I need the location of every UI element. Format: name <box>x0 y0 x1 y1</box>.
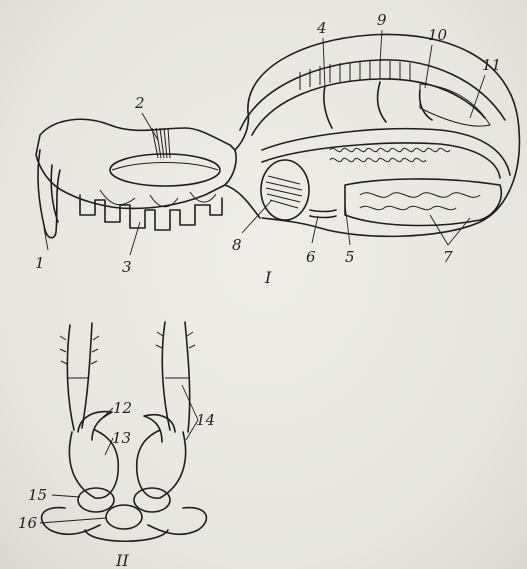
pedicel <box>225 112 260 218</box>
label-13: 13 <box>112 429 131 447</box>
right-maxilla <box>134 488 170 512</box>
spider-section-drawing <box>36 34 519 237</box>
abdomen-outline <box>248 34 520 236</box>
sucking-stomach <box>110 154 220 186</box>
silk-gland <box>330 148 450 161</box>
heart-striations <box>300 61 410 90</box>
chelicera-fang <box>38 150 60 238</box>
reproductive-organs <box>345 179 501 226</box>
label-9: 9 <box>377 11 387 29</box>
section-label-II: II <box>115 551 129 569</box>
left-maxilla <box>78 488 114 512</box>
genital-opening <box>310 210 336 218</box>
intestine <box>262 129 510 178</box>
label-16: 16 <box>18 514 38 532</box>
section-label-I: I <box>264 268 272 287</box>
label-4: 4 <box>316 19 327 37</box>
heart <box>240 60 505 130</box>
part-number-labels: 1 2 3 4 5 6 7 8 9 10 11 12 13 14 15 16 I… <box>18 11 501 569</box>
label-11: 11 <box>482 56 501 74</box>
label-6: 6 <box>306 248 316 266</box>
label-8: 8 <box>232 236 242 254</box>
label-15: 15 <box>28 486 47 504</box>
left-pedipalp <box>67 323 92 430</box>
labium <box>106 505 142 529</box>
label-2: 2 <box>134 94 145 112</box>
label-7: 7 <box>443 248 453 266</box>
right-pedipalp <box>162 322 189 432</box>
gastric-caeca <box>80 195 222 230</box>
label-1: 1 <box>35 254 45 272</box>
label-5: 5 <box>345 248 355 266</box>
label-12: 12 <box>113 399 132 417</box>
label-14: 14 <box>196 411 215 429</box>
label-10: 10 <box>428 26 448 44</box>
label-3: 3 <box>122 258 132 276</box>
